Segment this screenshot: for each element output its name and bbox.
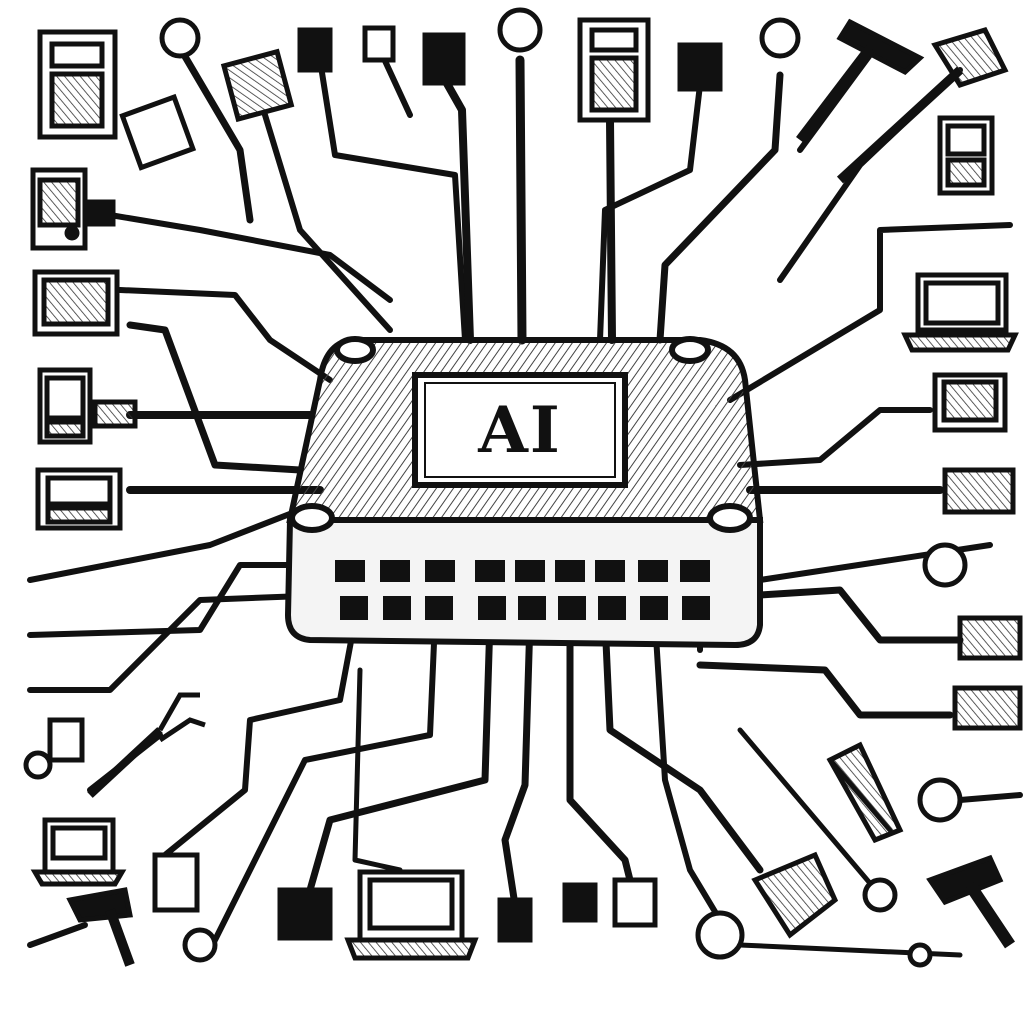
usb-connector-icon [957,615,1023,661]
plug-icon [119,25,723,943]
cable [566,616,639,904]
hub-ports-bottom [340,596,710,620]
plug-icon [826,741,904,844]
calculator-icon [577,17,651,123]
cable [441,76,474,344]
cable [306,616,494,894]
cable [777,67,963,283]
laptop-icon [32,269,120,337]
cable [212,617,438,943]
cable [352,667,403,873]
plug-icon [87,692,206,798]
laptop-icon [344,869,479,961]
cable [737,407,933,468]
hammer-icon [926,854,1015,949]
cable [126,321,304,474]
hub-screws [289,336,753,533]
laptop-icon [30,817,127,887]
hub-label-plate [412,372,628,488]
hub-front-panel [284,517,763,649]
usb-connector-icon [942,467,1016,515]
cable [27,507,303,583]
calculator-icon [937,115,995,196]
mouse-icon [23,7,968,968]
cable [27,592,333,693]
laptop-icon [35,467,123,531]
cable [117,287,333,383]
ai-hub: AI [284,336,764,649]
cable [27,562,333,638]
cable [656,71,784,344]
cable [696,661,954,719]
cable [501,616,534,909]
cable [162,617,358,858]
hub-ports-top [335,560,710,582]
cable [957,792,1023,803]
hammer-icon [836,27,1009,184]
hub-label: AI [477,393,562,468]
cable [727,222,1013,403]
cable [652,617,723,923]
phone-icon [37,367,138,445]
cable [597,82,703,343]
usb-connector-icon [47,717,85,763]
hammer-icon [796,18,925,144]
cable [107,212,393,303]
cable [515,55,527,345]
calculator-icon [37,29,118,140]
usb-connector-icon [952,685,1023,731]
cable [27,922,88,948]
cable [176,44,254,224]
phone-icon [30,167,116,251]
laptop-icon [932,372,1008,433]
devices [23,7,1023,968]
cable [262,112,393,333]
laptop-icon [901,272,1019,353]
cable [756,586,964,644]
hammer-icon [66,887,135,967]
cable [737,727,883,898]
cable [601,616,764,874]
cable [606,116,616,344]
usb-connector-icon [751,851,839,939]
cable [317,57,468,343]
